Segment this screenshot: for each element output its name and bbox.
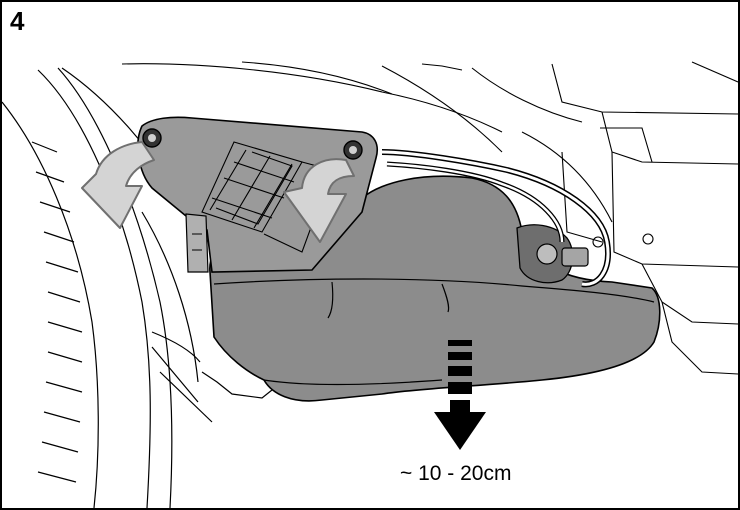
body-structure-lines: [121, 61, 738, 375]
curved-rotate-arrow-icon: [283, 158, 355, 243]
wheel-arch-lines: [2, 67, 213, 508]
step-number: 4: [10, 6, 25, 36]
curved-rotate-arrow-icon: [81, 141, 155, 229]
dashed-down-arrow-icon: [434, 340, 486, 450]
drop-distance-label: ~ 10 - 20cm: [400, 462, 512, 485]
